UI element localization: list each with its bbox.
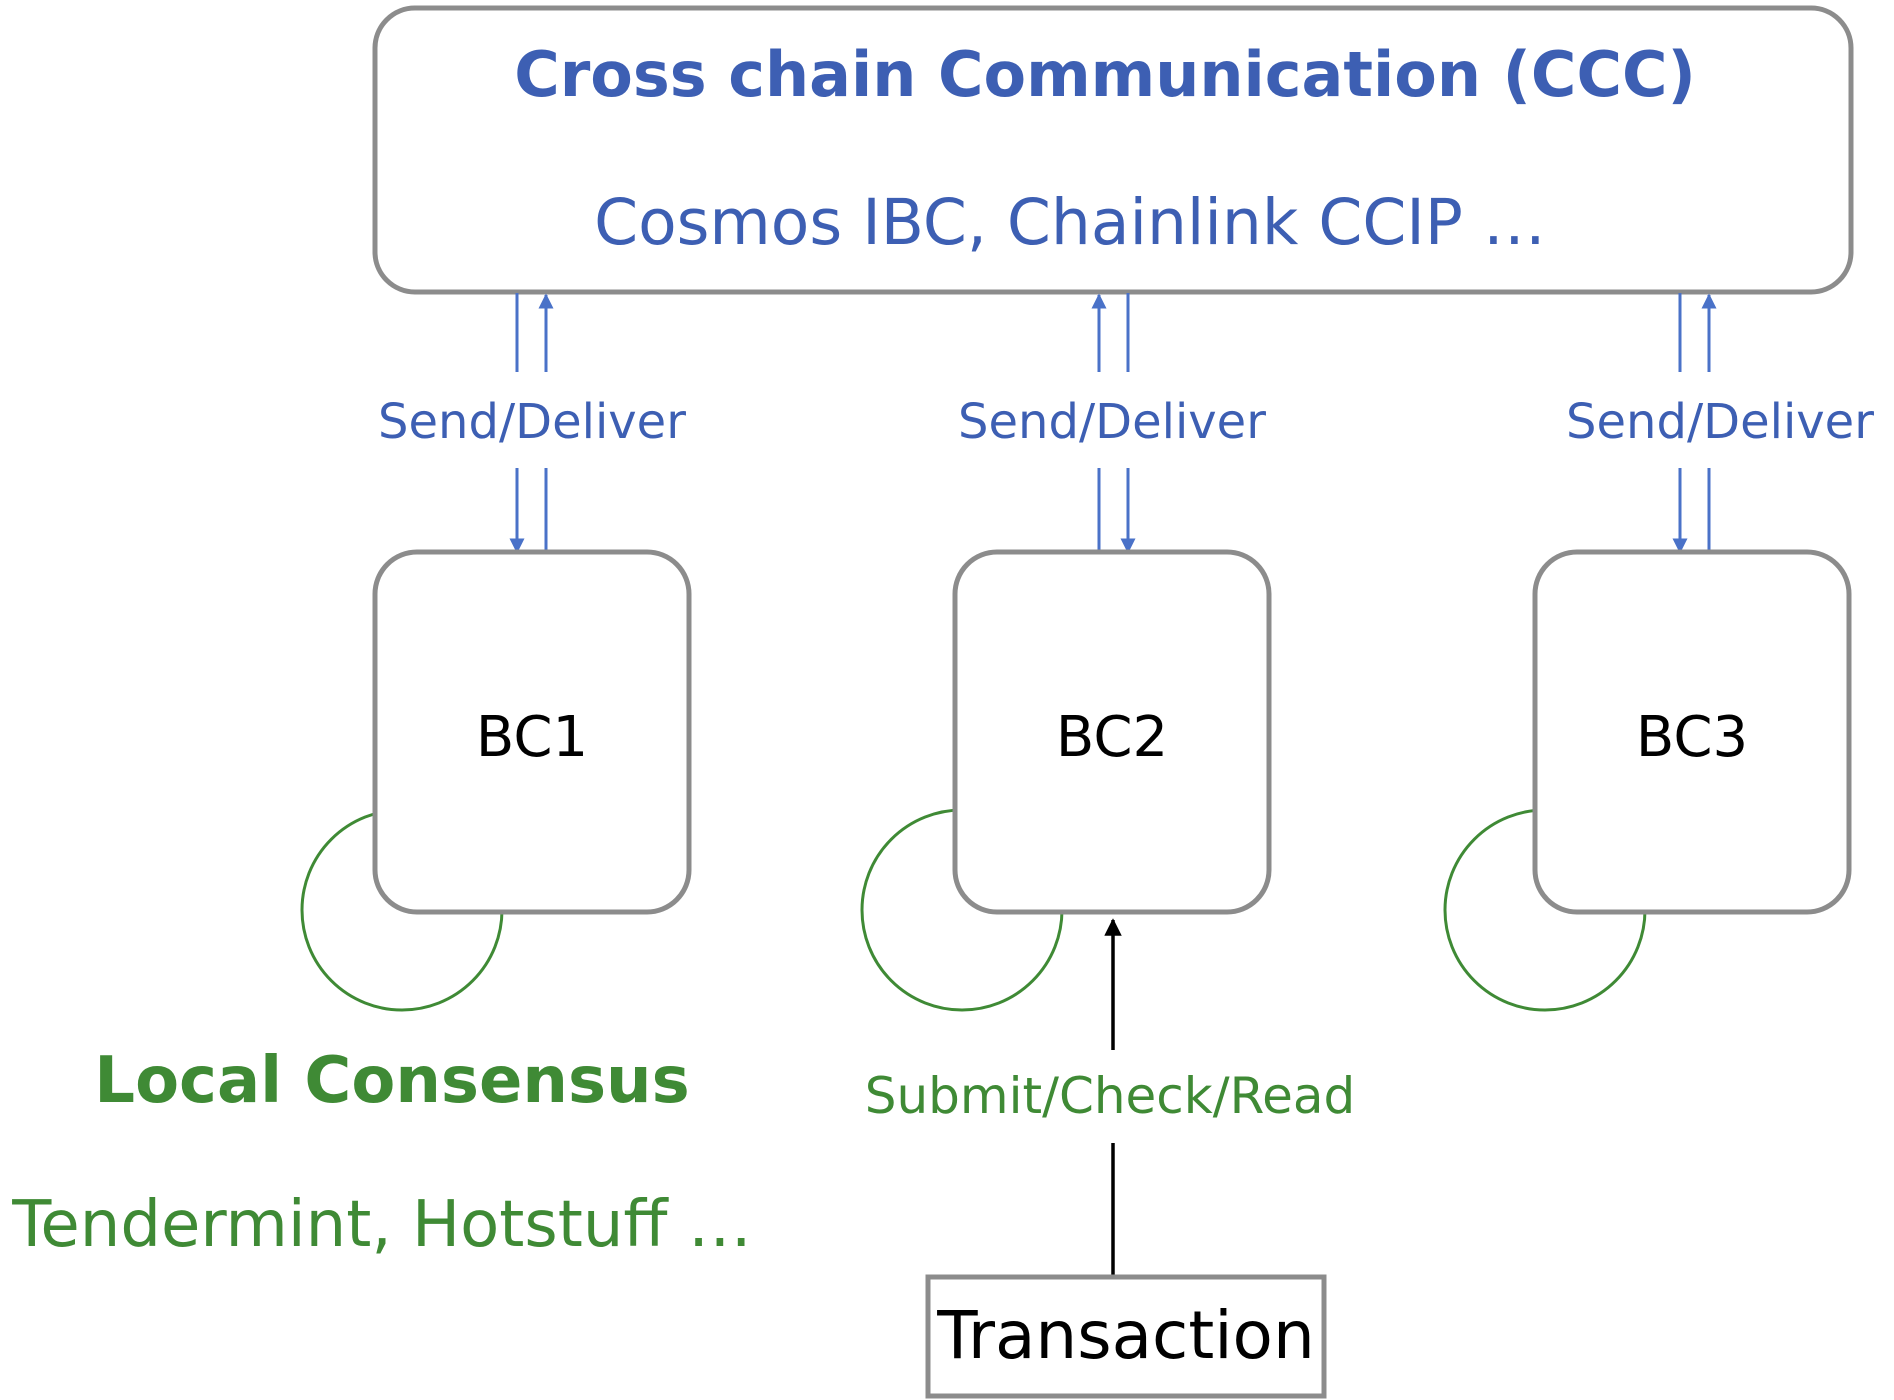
submit-label: Submit/Check/Read — [865, 1067, 1356, 1125]
link-bc2: Send/Deliver — [958, 293, 1266, 554]
consensus-title: Local Consensus — [94, 1044, 689, 1118]
link-bc2-label: Send/Deliver — [958, 394, 1266, 450]
ccc-box — [372, 5, 1854, 295]
bc1-box — [372, 549, 692, 915]
link-bc1-label: Send/Deliver — [378, 394, 686, 450]
link-bc1: Send/Deliver — [378, 293, 686, 554]
link-bc3-label: Send/Deliver — [1566, 394, 1874, 450]
bc3-label: BC3 — [1636, 705, 1748, 770]
link-bc3: Send/Deliver — [1566, 293, 1874, 554]
consensus-subtitle: Tendermint, Hotstuff … — [11, 1188, 752, 1262]
bc2-box — [952, 549, 1272, 915]
ccc-subtitle: Cosmos IBC, Chainlink CCIP … — [594, 186, 1546, 259]
chain-node-bc3: BC3 — [1532, 549, 1852, 915]
ccc-title: Cross chain Communication (CCC) — [514, 38, 1696, 111]
transaction-box — [925, 1274, 1327, 1399]
chain-node-bc1: BC1 — [372, 549, 692, 915]
bc2-label: BC2 — [1056, 705, 1168, 770]
transaction-label: Transaction — [936, 1297, 1315, 1374]
bc1-label: BC1 — [476, 705, 588, 770]
chain-node-bc2: BC2 — [952, 549, 1272, 915]
bc3-box — [1532, 549, 1852, 915]
